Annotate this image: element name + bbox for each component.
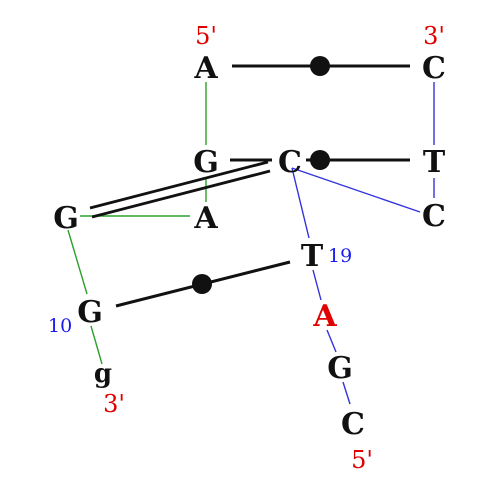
nucleotide-g-10: G <box>77 295 103 330</box>
blue-backbone-t19-to-a <box>312 269 322 301</box>
nucleotide-c-bottom: C <box>341 407 365 442</box>
blue-backbone-c-to-c-mid <box>291 167 421 213</box>
nucleotide-a-red: A <box>312 299 337 334</box>
number-label-nineteen: 19 <box>328 245 352 267</box>
nucleotide-g-small: g <box>94 359 112 389</box>
blue-backbone-g-to-c <box>342 381 351 405</box>
nucleotide-t-19: T <box>301 239 324 274</box>
end-labels: 5' 3' 3' 5' <box>103 22 445 474</box>
pair-dot-a-c-top <box>310 56 330 76</box>
nucleotide-g-mid: G <box>193 145 219 180</box>
blue-strand-backbone <box>291 82 435 405</box>
base-pair-lines <box>89 56 410 308</box>
blue-backbone-c-mid-to-t19 <box>291 167 310 239</box>
nucleotide-g-left: G <box>53 201 79 236</box>
number-label-ten: 10 <box>48 315 72 337</box>
end-label-three-prime-bottom: 3' <box>103 390 125 418</box>
pair-line-g-c-double-b <box>91 169 271 219</box>
number-labels: 19 10 <box>48 245 352 337</box>
green-strand-backbone <box>67 82 207 365</box>
end-label-five-prime-bottom: 5' <box>351 446 373 474</box>
nucleotide-c-mid: C <box>278 145 302 180</box>
nucleotide-a-top: A <box>193 51 218 86</box>
green-backbone-g10-to-g-small <box>90 325 103 365</box>
pair-line-g-c-double-a <box>89 160 269 210</box>
blue-backbone-a-to-g <box>326 329 337 353</box>
nucleotide-t-right: T <box>423 145 446 180</box>
pair-dot-g10-t19 <box>192 274 212 294</box>
pair-dot-c-t-mid <box>310 150 330 170</box>
nucleotide-c-top-right: C <box>422 51 446 86</box>
end-label-three-prime-top: 3' <box>423 22 445 50</box>
green-backbone-g-left-to-g10 <box>67 229 88 295</box>
nucleotide-a-left: A <box>193 201 218 236</box>
nucleotide-letters: A C G C T G A C T G A G C g <box>53 51 446 442</box>
nucleotide-g-lower: G <box>327 351 353 386</box>
nucleotide-c-right: C <box>422 199 446 234</box>
end-label-five-prime-top: 5' <box>195 22 217 50</box>
